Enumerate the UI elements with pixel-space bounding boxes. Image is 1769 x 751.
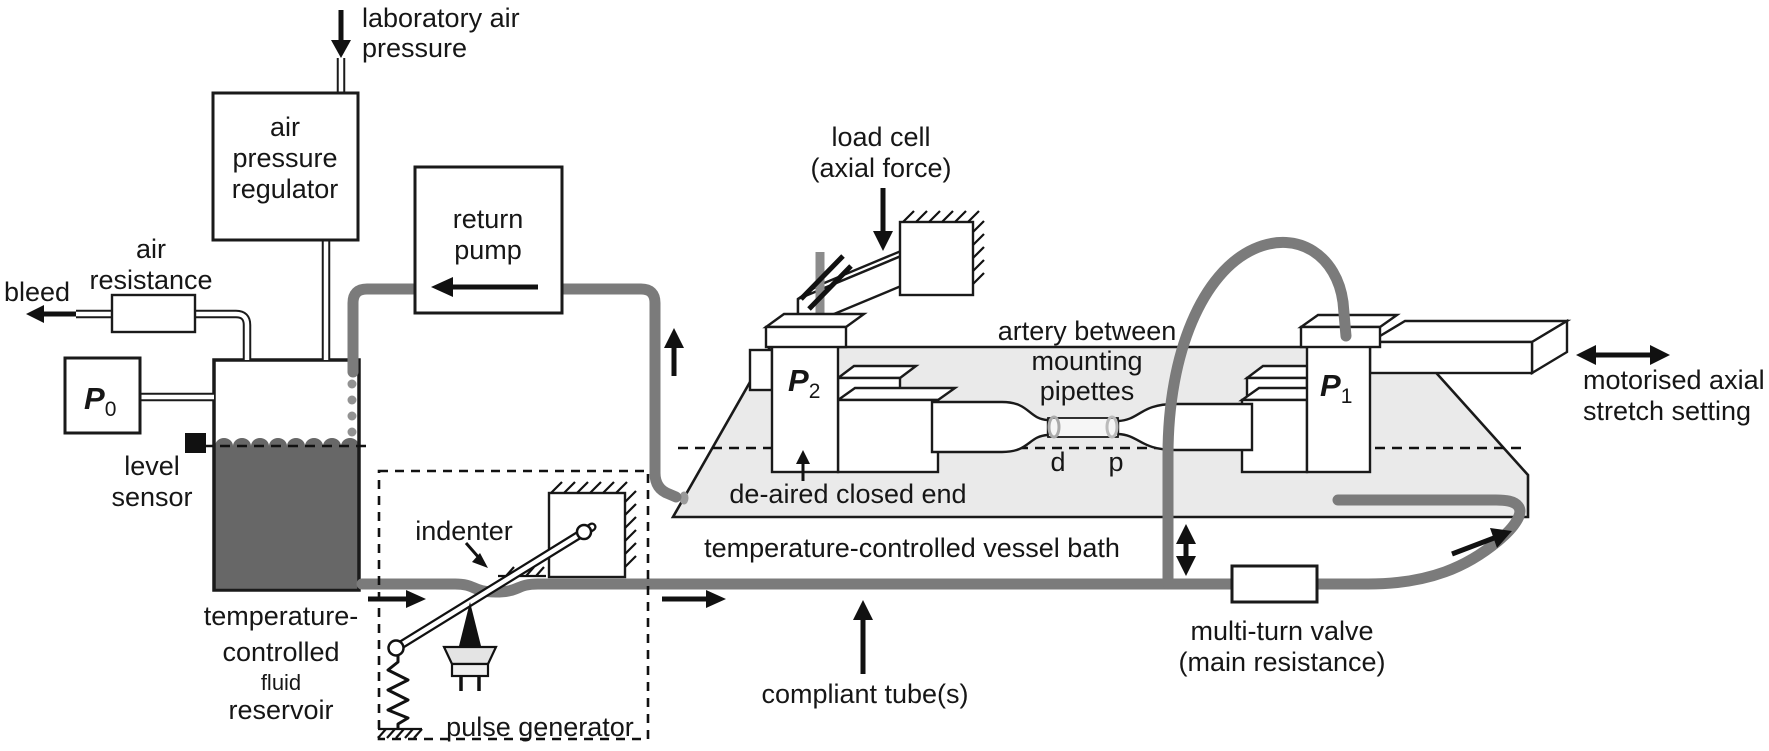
label-load-cell-1: load cell xyxy=(831,122,930,152)
pipette-tip-ring xyxy=(1105,415,1119,439)
label-vessel-bath: temperature-controlled vessel bath xyxy=(704,533,1120,563)
label-regulator-2: pressure xyxy=(232,143,337,173)
label-load-cell-2: (axial force) xyxy=(810,153,951,183)
label-stretch-1: motorised axial xyxy=(1583,365,1765,395)
load-cell-assembly xyxy=(796,188,985,332)
air-resistance-box xyxy=(110,293,197,334)
label-level-sensor-2: sensor xyxy=(111,482,192,512)
label-return-pump-2: pump xyxy=(454,235,522,265)
p1-pedestal-assembly xyxy=(1238,313,1572,474)
reservoir-fluid xyxy=(215,438,359,588)
p2-top-cap xyxy=(764,325,848,349)
riser-up-arrow-icon xyxy=(664,328,684,376)
label-compliant-tube: compliant tube(s) xyxy=(761,679,968,709)
multi-turn-valve-box xyxy=(1230,564,1319,604)
flow-right-arrow-icon xyxy=(368,590,426,608)
label-artery-1: artery between xyxy=(998,316,1177,346)
reservoir-tank-walls xyxy=(212,358,361,592)
flexure-mark xyxy=(807,264,853,311)
air-pipes xyxy=(76,58,346,402)
pump-flow-arrow-icon xyxy=(431,277,538,297)
laboratory-air-arrow-icon xyxy=(331,10,351,58)
air-pressure-regulator-box xyxy=(211,91,360,242)
diagonal-flow-arrow-icon xyxy=(1451,528,1512,557)
bleed-arrow-icon xyxy=(26,305,76,323)
pipette-tip-ring xyxy=(1047,415,1061,439)
label-laboratory-air-2: pressure xyxy=(362,33,467,63)
labels: laboratory air pressure air pressure reg… xyxy=(4,3,1765,742)
label-level-sensor-1: level xyxy=(124,451,180,481)
p2-bracket-block xyxy=(836,398,940,474)
drip-dot xyxy=(347,411,357,421)
return-tube-outlet-dot xyxy=(679,491,689,505)
label-artery-3: pipettes xyxy=(1040,376,1135,406)
lever-pivot xyxy=(575,523,593,541)
flexure-mark xyxy=(799,254,845,301)
fluid-reservoir xyxy=(185,358,372,592)
drip-dot xyxy=(347,427,357,437)
label-reservoir-4: reservoir xyxy=(228,695,333,725)
anchor-hatching xyxy=(550,481,637,568)
actuator-base xyxy=(442,645,498,666)
label-deaired: de-aired closed end xyxy=(729,479,966,509)
up-down-arrow-icon xyxy=(1176,524,1196,576)
pulse-generator-assembly xyxy=(377,469,650,741)
label-artery-2: mounting xyxy=(1031,346,1142,376)
load-cell-arrow-icon xyxy=(873,188,893,251)
label-air-resistance-2: resistance xyxy=(89,265,212,295)
label-regulator-3: regulator xyxy=(232,174,339,204)
label-p2: P2 xyxy=(788,363,820,403)
label-artery-d: d xyxy=(1050,447,1065,477)
label-laboratory-air-1: laboratory air xyxy=(362,3,520,33)
p1-arch-tube xyxy=(1162,237,1352,590)
label-artery-p: p xyxy=(1108,447,1123,477)
label-p1: P1 xyxy=(1320,368,1352,408)
level-sensor-square xyxy=(185,433,206,453)
p1-pedestal xyxy=(1305,343,1372,474)
label-regulator-1: air xyxy=(270,112,300,142)
p2-pedestal-assembly xyxy=(748,312,959,481)
label-reservoir-2: controlled xyxy=(222,637,339,667)
load-cell-anchor-block xyxy=(898,220,975,297)
lever-end-circle xyxy=(387,639,405,657)
label-reservoir-1: temperature- xyxy=(204,601,359,631)
label-stretch-2: stretch setting xyxy=(1583,396,1751,426)
label-valve-2: (main resistance) xyxy=(1178,647,1385,677)
label-air-resistance-1: air xyxy=(136,234,166,264)
p0-gauge-box xyxy=(63,356,142,435)
ground-hatching xyxy=(377,727,423,739)
label-p0: P0 xyxy=(84,381,116,421)
stretch-double-arrow-icon xyxy=(1576,345,1670,365)
drip-dot xyxy=(347,395,357,405)
actuator-body xyxy=(450,662,490,678)
indenter-arrow-icon xyxy=(464,542,488,568)
indenter-lever xyxy=(393,524,595,651)
anchor-hatching xyxy=(902,210,985,285)
label-indenter: indenter xyxy=(415,516,513,546)
p2-flange xyxy=(748,348,774,392)
flow-right-arrow-icon xyxy=(662,590,726,608)
label-reservoir-3: fluid xyxy=(261,670,301,695)
compliant-tube-arrow-icon xyxy=(853,600,873,674)
drip-dot xyxy=(347,379,357,389)
slide-beam-front xyxy=(1368,340,1534,375)
actuator-needle xyxy=(459,602,481,646)
label-return-pump-1: return xyxy=(453,204,524,234)
pulse-generator-dashed-box xyxy=(377,469,650,741)
mounting-pipettes xyxy=(930,400,1254,454)
spring xyxy=(386,655,410,729)
label-pulse-generator: pulse generator xyxy=(446,712,634,742)
return-tube xyxy=(347,283,682,503)
deaired-arrow-icon xyxy=(796,450,810,481)
label-bleed: bleed xyxy=(4,277,70,307)
label-valve-1: multi-turn valve xyxy=(1190,616,1373,646)
